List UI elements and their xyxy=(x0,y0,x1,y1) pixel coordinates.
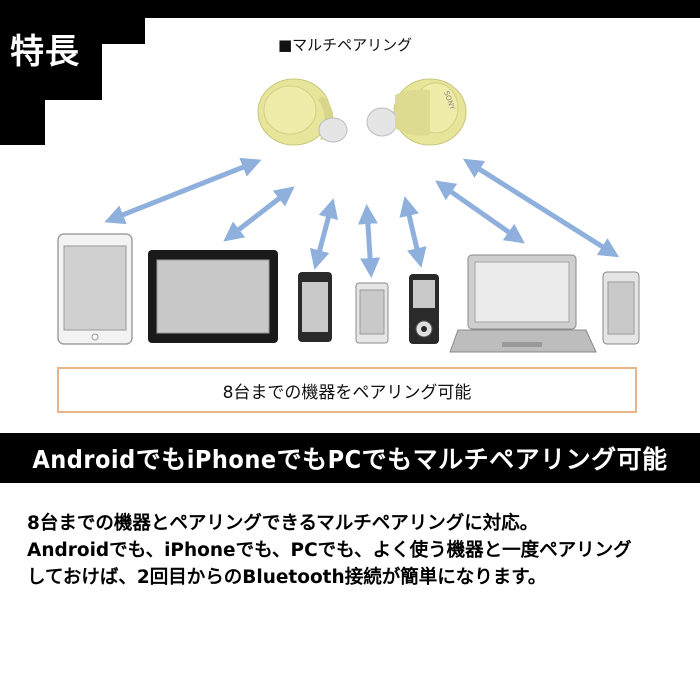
smartphone-icon xyxy=(355,282,389,344)
music-player-icon xyxy=(409,274,439,344)
laptop-icon xyxy=(449,254,597,353)
tablet-landscape-icon xyxy=(148,250,278,343)
feature-badge-label: 特長 xyxy=(10,32,80,72)
headline-banner: AndroidでもiPhoneでもPCでもマルチペアリング可能 xyxy=(0,433,700,483)
smartphone-icon xyxy=(298,272,332,342)
description: 8台までの機器とペアリングできるマルチペアリングに対応。 Androidでも、i… xyxy=(27,510,677,591)
earbuds-icon: SONY xyxy=(257,78,467,146)
description-line: しておけば、2回目からのBluetooth接続が簡単になります。 xyxy=(27,567,547,588)
connection-arrows xyxy=(104,157,620,278)
right-earbud: SONY xyxy=(366,78,467,146)
smartphone-icon xyxy=(602,271,640,345)
arrow-phone-3 xyxy=(462,158,620,258)
description-line: 8台までの機器とペアリングできるマルチペアリングに対応。 xyxy=(27,513,539,534)
arrow-player xyxy=(399,196,427,268)
pairing-caption-box: 8台までの機器をペアリング可能 xyxy=(57,367,637,413)
multipairing-diagram: SONY xyxy=(57,78,640,353)
headline-text: AndroidでもiPhoneでもPCでもマルチペアリング可能 xyxy=(32,445,668,474)
arrow-phone-2 xyxy=(357,204,381,278)
description-line: Androidでも、iPhoneでも、PCでも、よく使う機器と一度ペアリング xyxy=(27,540,632,561)
tablet-icon xyxy=(57,233,133,345)
corner-badge-shape xyxy=(0,0,700,145)
left-earbud xyxy=(257,78,348,146)
arrow-phone-1 xyxy=(309,198,339,270)
pairing-caption: 8台までの機器をペアリング可能 xyxy=(222,382,472,403)
section-title: ■マルチペアリング xyxy=(278,36,413,54)
arrow-tablet xyxy=(104,157,262,225)
arrow-laptop xyxy=(435,180,525,244)
arrow-tablet-landscape xyxy=(223,186,295,242)
